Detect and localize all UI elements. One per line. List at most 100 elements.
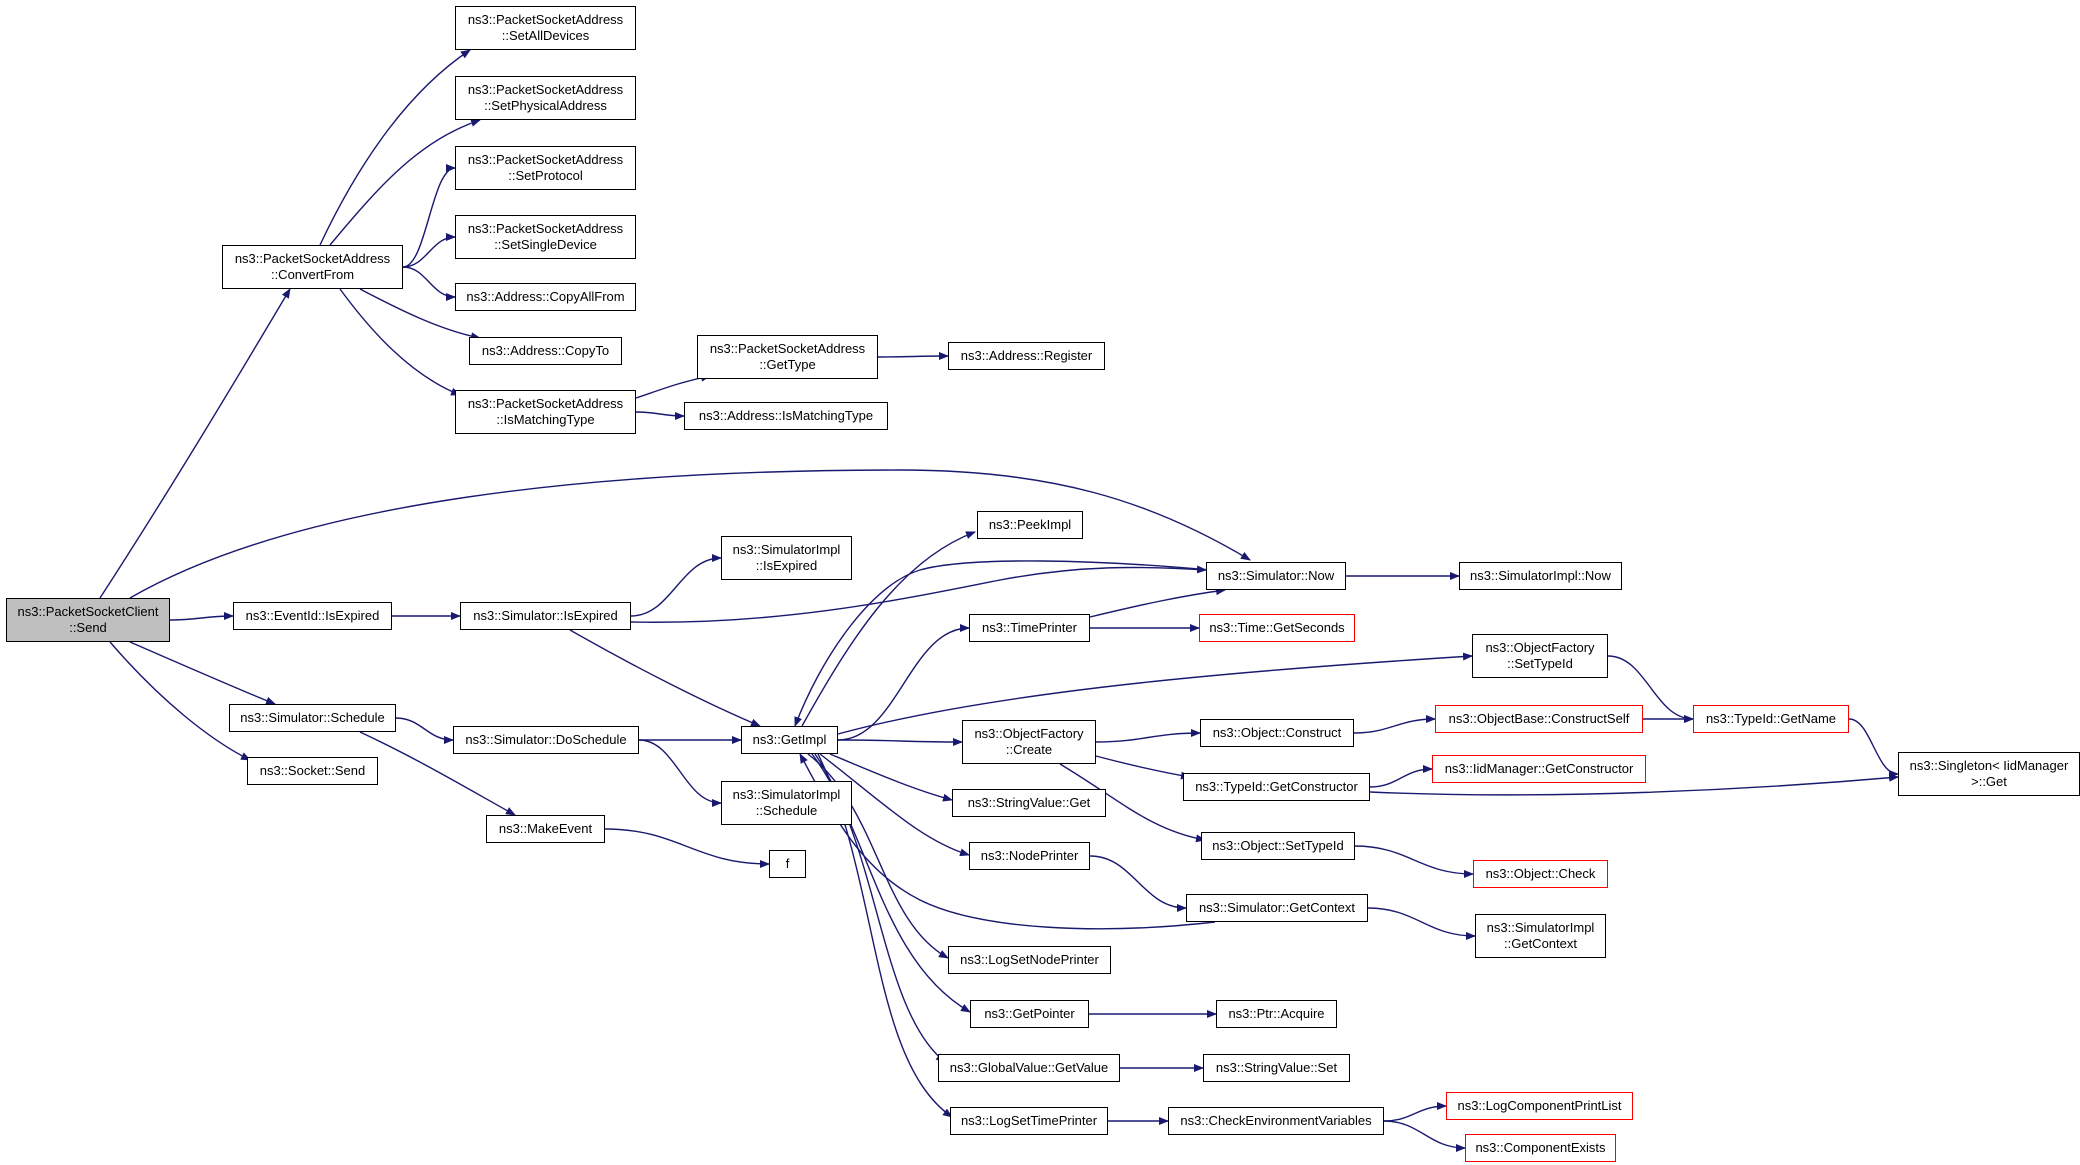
node-sim-doschedule[interactable]: ns3::Simulator::DoSchedule	[453, 726, 639, 754]
node-label-line: ns3::Simulator::IsExpired	[473, 608, 618, 623]
node-sim-getcontext[interactable]: ns3::Simulator::GetContext	[1186, 894, 1368, 922]
node-label-line: ns3::TimePrinter	[982, 620, 1077, 635]
node-label-line: ::SetPhysicalAddress	[484, 98, 607, 113]
node-time-getseconds[interactable]: ns3::Time::GetSeconds	[1199, 614, 1355, 642]
node-label-line: ns3::PacketSocketAddress	[467, 12, 624, 27]
node-f[interactable]: f	[769, 850, 806, 878]
edge-objfactory_create-to-object_settypeid	[1059, 763, 1206, 843]
node-pkt-setprotocol[interactable]: ns3::PacketSocketAddress::SetProtocol	[455, 146, 636, 190]
node-componentexists[interactable]: ns3::ComponentExists	[1465, 1134, 1616, 1162]
node-addr-copyto[interactable]: ns3::Address::CopyTo	[469, 337, 622, 365]
node-label-line: ns3::Object::Construct	[1212, 725, 1342, 740]
node-label-line: ns3::EventId::IsExpired	[245, 608, 380, 623]
node-stringvalue-get[interactable]: ns3::StringValue::Get	[952, 789, 1106, 817]
node-pkt-ismatching[interactable]: ns3::PacketSocketAddress::IsMatchingType	[455, 390, 636, 434]
node-label-line: ns3::Address::IsMatchingType	[698, 408, 874, 423]
node-label-line: ::GetContext	[1504, 936, 1577, 951]
node-object-construct[interactable]: ns3::Object::Construct	[1200, 719, 1354, 747]
node-ptr-acquire[interactable]: ns3::Ptr::Acquire	[1216, 1000, 1337, 1028]
node-objfactory-create[interactable]: ns3::ObjectFactory::Create	[962, 720, 1096, 764]
node-label-line: ns3::IidManager::GetConstructor	[1444, 761, 1634, 776]
node-addr-copyallfrom[interactable]: ns3::Address::CopyAllFrom	[455, 283, 636, 311]
node-stringvalue-set[interactable]: ns3::StringValue::Set	[1203, 1054, 1350, 1082]
edge-pkt_convertfrom-to-pkt_setalldevices	[319, 49, 471, 246]
node-nodeprinter[interactable]: ns3::NodePrinter	[969, 842, 1090, 870]
node-label-line: f	[785, 856, 790, 871]
node-label-line: ::IsMatchingType	[496, 412, 595, 427]
node-peekimpl[interactable]: ns3::PeekImpl	[977, 511, 1083, 539]
node-label-line: ns3::ObjectFactory	[1485, 640, 1595, 655]
node-pkt-gettype[interactable]: ns3::PacketSocketAddress::GetType	[697, 335, 878, 379]
node-simimpl-getcontext[interactable]: ns3::SimulatorImpl::GetContext	[1475, 914, 1606, 958]
node-label-line: ::IsExpired	[755, 558, 818, 573]
node-label-line: ::SetTypeId	[1507, 656, 1573, 671]
edge-checkenvvars-to-logcomponentprintlist	[1383, 1102, 1447, 1122]
node-label-line: ns3::MakeEvent	[498, 821, 593, 836]
node-label-line: ::ConvertFrom	[270, 267, 355, 282]
node-label-line: ns3::TypeId::GetConstructor	[1195, 779, 1358, 794]
node-typeid-getname[interactable]: ns3::TypeId::GetName	[1693, 705, 1849, 733]
node-singleton-get[interactable]: ns3::Singleton< IidManager>::Get	[1898, 752, 2080, 796]
node-label-line: ns3::PacketSocketAddress	[467, 82, 624, 97]
node-sim-isexpired[interactable]: ns3::Simulator::IsExpired	[460, 602, 631, 630]
node-simimpl-now[interactable]: ns3::SimulatorImpl::Now	[1459, 562, 1622, 590]
node-label-line: ns3::PacketSocketAddress	[467, 221, 624, 236]
edge-getimpl-to-peekimpl	[801, 531, 976, 727]
node-label-line: ns3::Ptr::Acquire	[1228, 1006, 1325, 1021]
node-label-line: ns3::SimulatorImpl	[732, 542, 841, 557]
node-pkt-setalldevices[interactable]: ns3::PacketSocketAddress::SetAllDevices	[455, 6, 636, 50]
node-label-line: ns3::PacketSocketAddress	[234, 251, 391, 266]
edge-checkenvvars-to-componentexists	[1383, 1120, 1466, 1152]
node-label-line: >::Get	[1971, 774, 2007, 789]
node-object-settypeid[interactable]: ns3::Object::SetTypeId	[1201, 832, 1355, 860]
edge-getimpl-to-objfactory_settypeid	[837, 652, 1473, 735]
node-label-line: ::Create	[1005, 742, 1053, 757]
node-objbase-constructself[interactable]: ns3::ObjectBase::ConstructSelf	[1435, 705, 1643, 733]
node-makeevent[interactable]: ns3::MakeEvent	[486, 815, 605, 843]
node-getpointer[interactable]: ns3::GetPointer	[970, 1000, 1089, 1028]
edge-timeprinter-to-sim_now	[1089, 587, 1226, 618]
node-pkt-convertfrom[interactable]: ns3::PacketSocketAddress::ConvertFrom	[222, 245, 403, 289]
node-label-line: ::GetType	[759, 357, 816, 372]
node-socket-send[interactable]: ns3::Socket::Send	[247, 757, 378, 785]
node-simimpl-isexpired[interactable]: ns3::SimulatorImpl::IsExpired	[721, 536, 852, 580]
node-sim-schedule[interactable]: ns3::Simulator::Schedule	[229, 704, 396, 732]
edge-root-to-sim_now	[129, 469, 1251, 599]
edge-pkt_convertfrom-to-addr_copyto	[359, 288, 481, 341]
edge-sim_now-to-getimpl	[794, 560, 1211, 727]
node-label-line: ::SetAllDevices	[501, 28, 590, 43]
node-addr-ismatching[interactable]: ns3::Address::IsMatchingType	[684, 402, 888, 430]
edge-typeid_getname-to-singleton_get	[1848, 718, 1899, 778]
edge-sim_isexpired-to-sim_now	[630, 565, 1207, 623]
node-logsettimeprinter[interactable]: ns3::LogSetTimePrinter	[950, 1107, 1108, 1135]
node-eventid-isexpired[interactable]: ns3::EventId::IsExpired	[233, 602, 392, 630]
node-label-line: ns3::SimulatorImpl	[1486, 920, 1595, 935]
node-label-line: ns3::CheckEnvironmentVariables	[1180, 1113, 1372, 1128]
node-addr-register[interactable]: ns3::Address::Register	[948, 342, 1105, 370]
node-simimpl-schedule[interactable]: ns3::SimulatorImpl::Schedule	[721, 781, 852, 825]
edge-root-to-sim_schedule	[129, 641, 276, 705]
node-pkt-setphysical[interactable]: ns3::PacketSocketAddress::SetPhysicalAdd…	[455, 76, 636, 120]
edge-root-to-eventid_isexpired	[169, 612, 234, 621]
node-object-check[interactable]: ns3::Object::Check	[1473, 860, 1608, 888]
node-timeprinter[interactable]: ns3::TimePrinter	[969, 614, 1090, 642]
node-sim-now[interactable]: ns3::Simulator::Now	[1206, 562, 1346, 590]
node-getimpl[interactable]: ns3::GetImpl	[741, 726, 838, 754]
node-label-line: ns3::PacketSocketClient	[17, 604, 159, 619]
edge-pkt_ismatching-to-addr_ismatching	[635, 411, 685, 420]
edge-object_construct-to-objbase_constructself	[1353, 715, 1436, 734]
node-globalvalue-getvalue[interactable]: ns3::GlobalValue::GetValue	[938, 1054, 1120, 1082]
node-pkt-setsingle[interactable]: ns3::PacketSocketAddress::SetSingleDevic…	[455, 215, 636, 259]
node-objfactory-settypeid[interactable]: ns3::ObjectFactory::SetTypeId	[1472, 634, 1608, 678]
node-typeid-getconstructor[interactable]: ns3::TypeId::GetConstructor	[1183, 773, 1370, 801]
node-iidmanager-getconstructor[interactable]: ns3::IidManager::GetConstructor	[1432, 755, 1646, 783]
node-logcomponentprintlist[interactable]: ns3::LogComponentPrintList	[1446, 1092, 1633, 1120]
node-label-line: ns3::PacketSocketAddress	[467, 396, 624, 411]
edge-sim_schedule-to-sim_doschedule	[395, 717, 454, 744]
node-logsetnodeprinter[interactable]: ns3::LogSetNodePrinter	[948, 946, 1111, 974]
node-label-line: ns3::GlobalValue::GetValue	[949, 1060, 1109, 1075]
edge-pkt_ismatching-to-pkt_gettype	[635, 373, 711, 399]
node-label-line: ns3::Simulator::GetContext	[1198, 900, 1356, 915]
node-checkenvvars[interactable]: ns3::CheckEnvironmentVariables	[1168, 1107, 1384, 1135]
